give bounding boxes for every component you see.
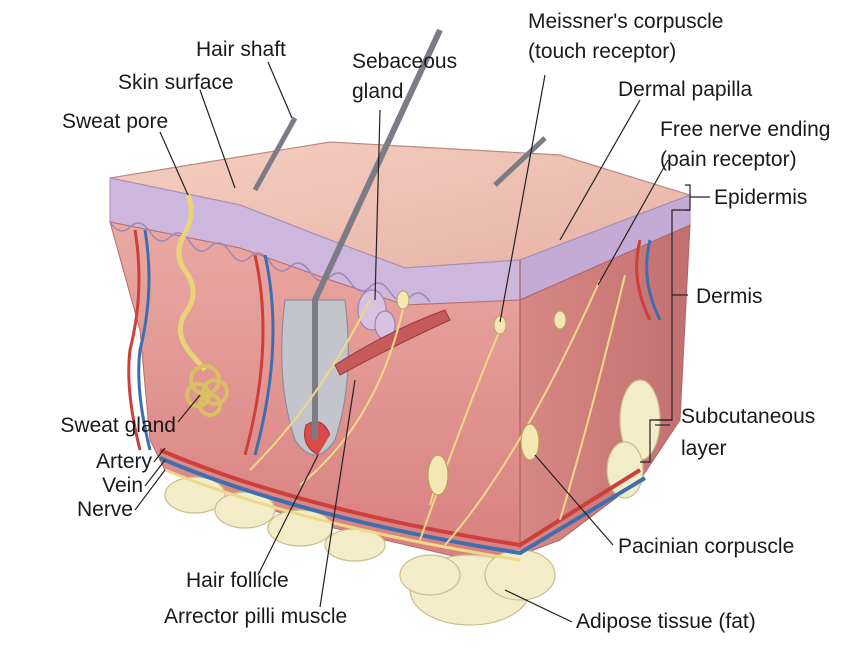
label-skin-surface: Skin surface bbox=[118, 71, 234, 95]
label-free-nerve-line2: (pain receptor) bbox=[660, 148, 797, 172]
label-sweat-gland: Sweat gland bbox=[10, 414, 176, 438]
label-dermis: Dermis bbox=[696, 285, 763, 309]
label-vein: Vein bbox=[40, 474, 143, 498]
label-nerve: Nerve bbox=[30, 498, 133, 522]
label-sebaceous-line2: gland bbox=[352, 80, 403, 104]
label-dermal-papilla: Dermal papilla bbox=[618, 78, 752, 102]
label-free-nerve-line1: Free nerve ending bbox=[660, 118, 830, 142]
label-adipose: Adipose tissue (fat) bbox=[576, 610, 756, 634]
label-sebaceous-line1: Sebaceous bbox=[352, 50, 457, 74]
label-arrector-pili: Arrector pilli muscle bbox=[164, 605, 347, 629]
label-meissner-line2: (touch receptor) bbox=[528, 40, 676, 64]
label-epidermis: Epidermis bbox=[714, 186, 807, 210]
label-pacinian: Pacinian corpuscle bbox=[618, 535, 794, 559]
label-hair-shaft: Hair shaft bbox=[196, 38, 286, 62]
label-subcutaneous-line2: layer bbox=[681, 437, 727, 461]
label-subcutaneous-line1: Subcutaneous bbox=[681, 405, 815, 429]
label-artery: Artery bbox=[40, 450, 152, 474]
label-meissner-line1: Meissner's corpuscle bbox=[528, 10, 723, 34]
label-sweat-pore: Sweat pore bbox=[62, 110, 168, 134]
label-hair-follicle: Hair follicle bbox=[186, 569, 289, 593]
